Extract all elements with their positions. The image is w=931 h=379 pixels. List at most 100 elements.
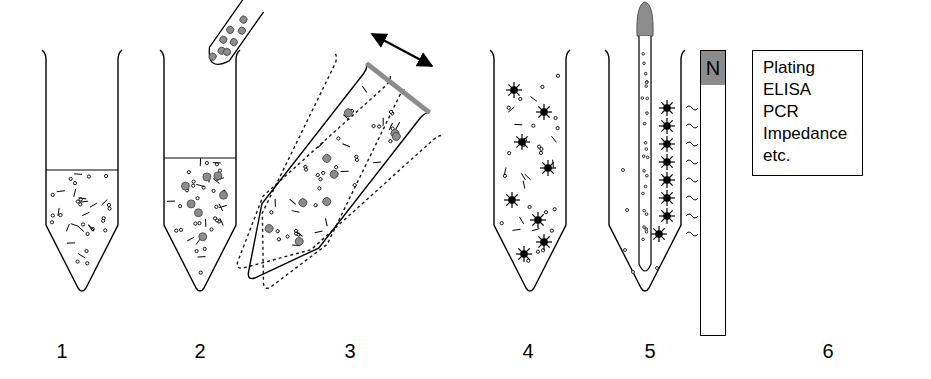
magnetic-field: [686, 160, 698, 164]
bacterium: [525, 174, 531, 180]
particle: [550, 229, 553, 232]
particle: [194, 222, 197, 225]
particle: [86, 232, 89, 235]
bead-core: [544, 164, 552, 172]
magnetic-bead: [203, 173, 211, 181]
bead-complex: [651, 226, 667, 242]
particle: [544, 211, 547, 214]
particle: [646, 112, 649, 115]
particle: [519, 97, 522, 100]
particle: [277, 237, 281, 241]
particle: [205, 161, 208, 164]
bacterium: [373, 158, 381, 166]
particle: [643, 122, 646, 125]
magnetic-field: [686, 142, 698, 146]
bead-complex: [659, 136, 675, 152]
particle: [371, 124, 375, 128]
particle: [317, 186, 321, 190]
magnetic-bead: [229, 37, 239, 47]
particle: [656, 267, 659, 270]
bacterium: [102, 200, 108, 206]
bacterium: [520, 217, 524, 224]
bacterium: [289, 199, 296, 204]
particle: [644, 185, 647, 188]
particle: [86, 262, 89, 265]
bead-pipette: [203, 0, 263, 70]
particle: [192, 180, 195, 183]
bead-complex: [536, 234, 552, 250]
particle: [622, 169, 625, 172]
particle: [624, 249, 627, 252]
particle: [275, 229, 279, 233]
bacterium: [67, 242, 75, 243]
particle: [645, 213, 648, 216]
particle: [215, 205, 218, 208]
bacterium: [79, 198, 87, 199]
particle: [541, 85, 544, 88]
particle: [79, 203, 82, 206]
bead-complex: [659, 118, 675, 134]
bacterium: [508, 107, 514, 112]
bacterium: [187, 237, 194, 241]
particle: [336, 136, 340, 140]
bead-core: [663, 140, 671, 148]
magnetic-field: [686, 232, 698, 236]
particle: [210, 228, 213, 231]
step-number: 4: [522, 340, 533, 363]
particle: [556, 127, 559, 130]
bacterium: [388, 123, 394, 130]
bacterium: [521, 173, 525, 180]
magnetic-bead: [194, 209, 202, 217]
particle: [645, 81, 648, 84]
particle: [102, 219, 105, 222]
particle: [213, 217, 216, 220]
magnetic-bead: [343, 107, 354, 118]
particle: [108, 207, 111, 210]
particle: [553, 208, 556, 211]
bead-core: [510, 86, 518, 94]
sample-tube: [160, 50, 240, 291]
magnetic-bead: [218, 35, 228, 45]
bacterium: [71, 224, 79, 227]
particle: [50, 221, 53, 224]
bead-core: [663, 158, 671, 166]
bacterium: [532, 229, 540, 231]
particle: [389, 110, 393, 114]
bead-complex: [530, 212, 546, 228]
bacterium: [78, 226, 84, 231]
magnetic-bead: [321, 153, 332, 164]
particle: [507, 106, 510, 109]
bacterium: [74, 173, 82, 175]
bacterium: [322, 218, 330, 226]
particle: [642, 192, 645, 195]
bacterium: [90, 203, 97, 207]
bacterium: [66, 224, 69, 231]
particle: [304, 167, 308, 171]
bead-complex: [516, 246, 532, 262]
bacterium: [78, 254, 85, 258]
particle: [377, 124, 381, 128]
particle: [626, 209, 629, 212]
bead-complex: [536, 104, 552, 120]
particle: [556, 74, 559, 77]
bead-complex: [659, 208, 675, 224]
particle: [532, 124, 535, 127]
particle: [199, 271, 202, 274]
method-name: Plating: [763, 57, 850, 79]
sample-tube: [42, 50, 122, 291]
bead-core: [508, 196, 516, 204]
particle: [81, 223, 84, 226]
bacterium: [504, 167, 506, 175]
particle: [644, 72, 647, 75]
bead-complex: [659, 154, 675, 170]
bacterium: [200, 158, 201, 166]
bead-complex: [659, 100, 675, 116]
bacterium: [196, 184, 204, 186]
method-name: ELISA: [763, 79, 850, 101]
particle: [285, 234, 289, 238]
magnet-bar: N: [700, 50, 726, 336]
particle: [539, 151, 542, 154]
bead-core: [663, 104, 671, 112]
particle: [104, 174, 107, 177]
particle: [642, 238, 645, 241]
